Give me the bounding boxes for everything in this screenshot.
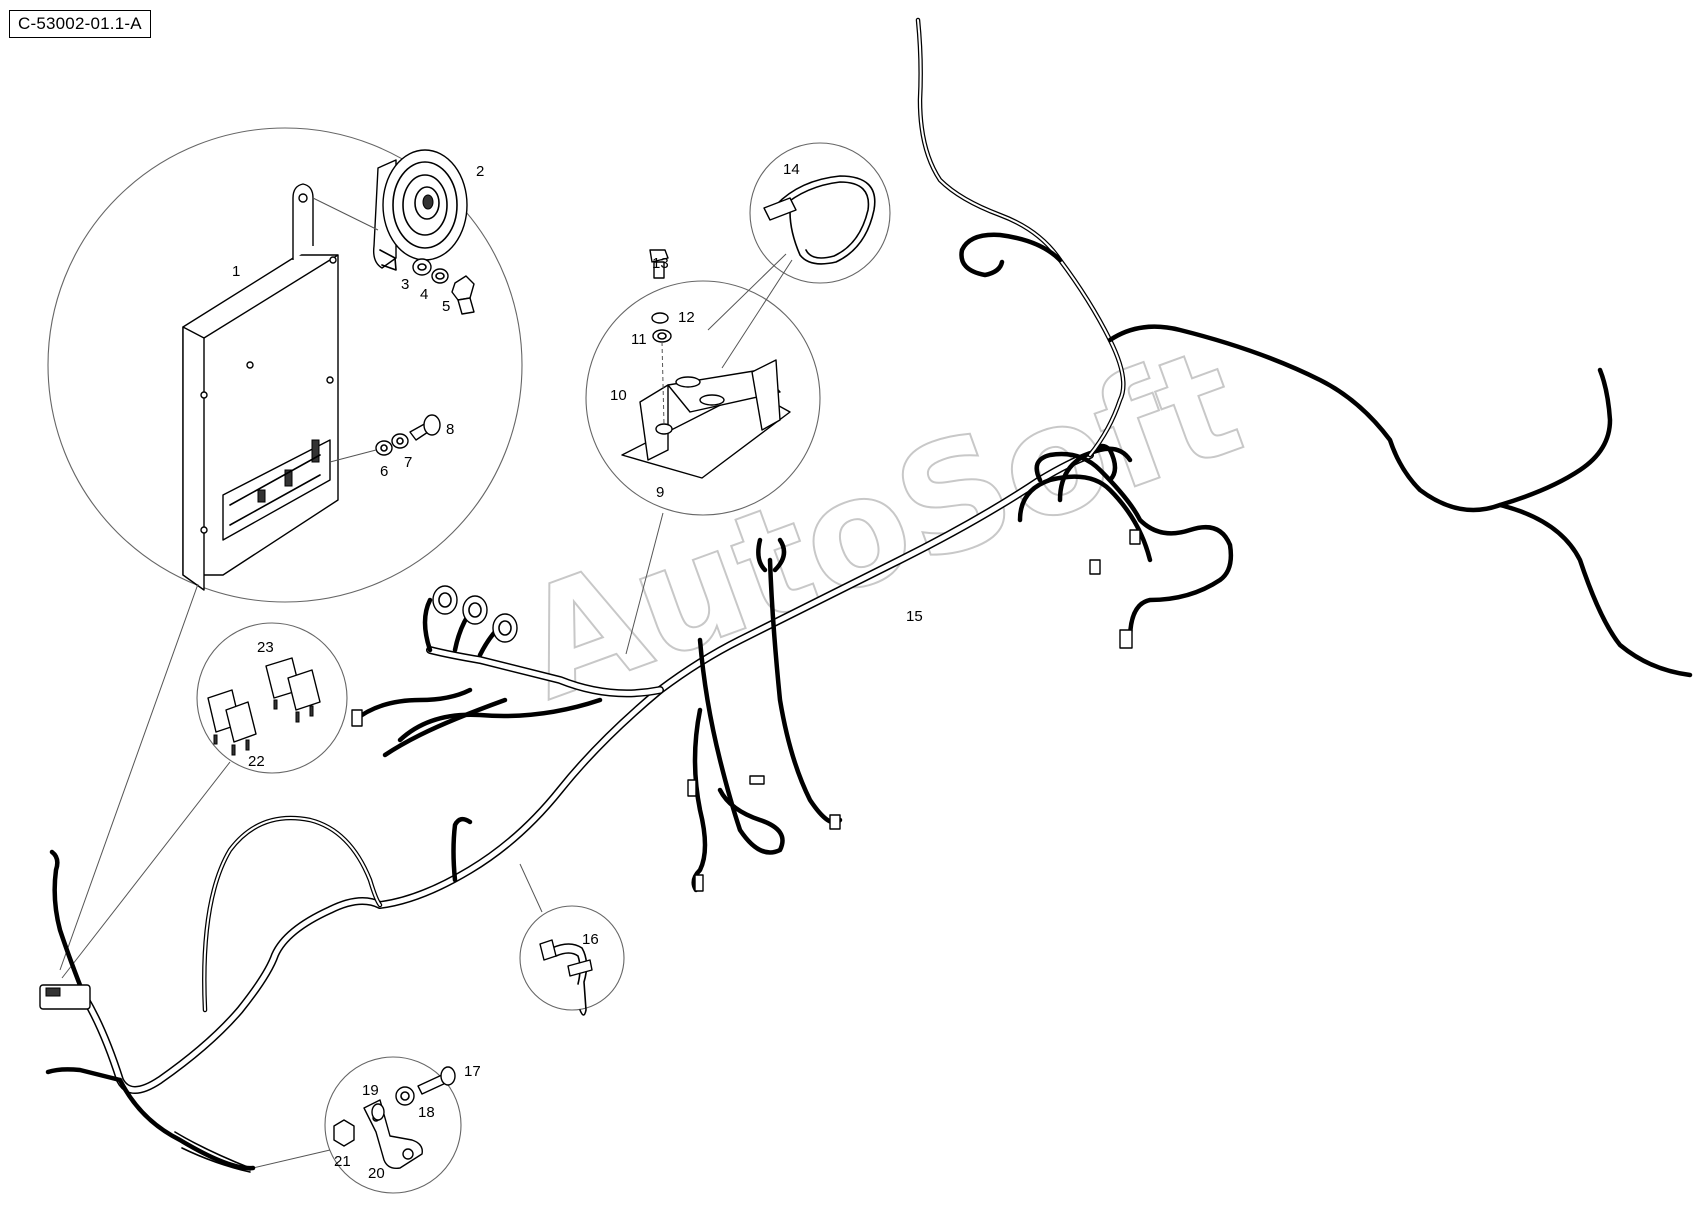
- leader-guide-to-harness: [625, 512, 664, 655]
- callout-23: 23: [257, 639, 274, 656]
- callout-1: 1: [232, 263, 240, 280]
- callout-3: 3: [401, 276, 409, 293]
- callout-16: 16: [582, 931, 599, 948]
- callout-5: 5: [442, 298, 450, 315]
- callout-6: 6: [380, 463, 388, 480]
- fuse-22-group: [207, 689, 257, 756]
- callout-17: 17: [464, 1063, 481, 1080]
- detail-circle-fuses: [61, 622, 348, 979]
- callout-9: 9: [656, 484, 664, 501]
- leader-bracket-to-harness: [59, 583, 199, 971]
- callout-4: 4: [420, 286, 428, 303]
- drawing-reference-label: C-53002-01.1-A: [9, 10, 151, 38]
- detail-circle-bracket-horn: [47, 127, 523, 603]
- horn: [372, 149, 468, 271]
- callout-11: 11: [631, 331, 647, 348]
- main-wiring-harness: [39, 17, 1693, 1173]
- callout-10: 10: [610, 387, 627, 404]
- small-connector: [351, 709, 363, 727]
- detail-circle-clip-16: [519, 863, 625, 1016]
- callout-21: 21: [334, 1153, 351, 1170]
- callout-19: 19: [362, 1082, 379, 1099]
- callout-15: 15: [906, 608, 923, 625]
- horn-mounting-bracket: [182, 183, 339, 591]
- fuse-23-group: [265, 657, 321, 723]
- horn-fasteners: [312, 197, 475, 315]
- bracket-fasteners: [329, 414, 441, 463]
- round-connectors: [432, 585, 518, 643]
- callout-14: 14: [783, 161, 800, 178]
- detail-circle-cable-tie: [707, 142, 891, 369]
- callout-7: 7: [404, 454, 412, 471]
- callout-12: 12: [678, 309, 695, 326]
- detail-circle-cable-guide: [585, 249, 821, 516]
- callout-18: 18: [418, 1104, 435, 1121]
- callout-2: 2: [476, 163, 484, 180]
- callout-22: 22: [248, 753, 265, 770]
- callout-8: 8: [446, 421, 454, 438]
- callout-13: 13: [652, 255, 669, 272]
- callout-20: 20: [368, 1165, 385, 1182]
- callout-labels: 1 2 3 4 5 6 7 8 9 10 11 12 13 14 15 16 1…: [232, 161, 923, 1182]
- detail-circle-ground-plate: [252, 1056, 462, 1194]
